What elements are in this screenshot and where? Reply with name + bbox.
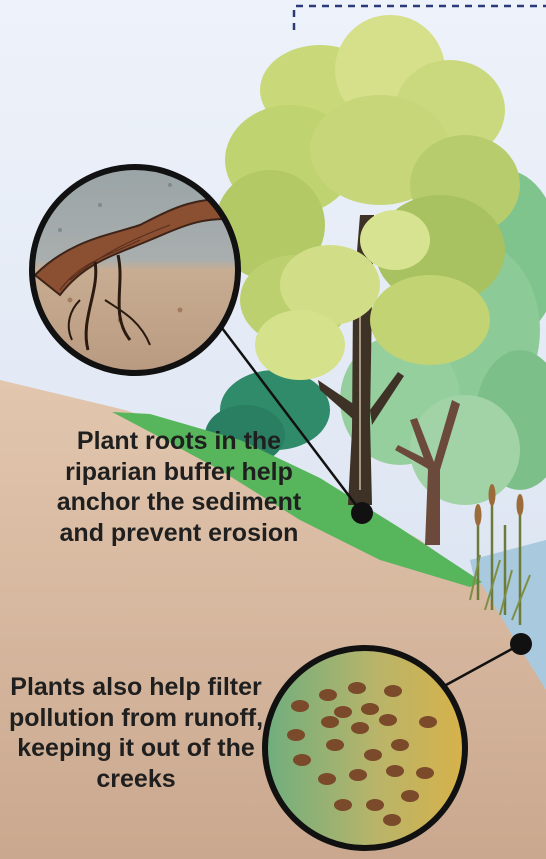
filter-caption: Plants also help filter pollution from r… — [2, 672, 270, 794]
root-magnifier-icon — [32, 167, 240, 373]
filter-magnifier-icon — [265, 648, 465, 848]
roots-caption: Plant roots in the riparian buffer help … — [44, 426, 314, 548]
